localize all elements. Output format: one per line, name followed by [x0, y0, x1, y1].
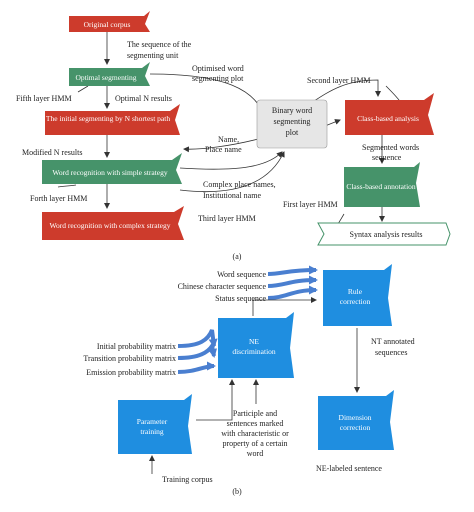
arrow-complex-names-to-plot	[179, 151, 285, 193]
label-word-sequence: Word sequence	[217, 270, 266, 279]
rule-correction-line-2: correction	[340, 297, 371, 306]
binary-plot-line-1: Binary word	[272, 106, 312, 115]
ne-discrimination-line-2: discrimination	[232, 347, 276, 356]
node-rule-correction: Rule correction	[323, 264, 392, 326]
label-fifth-layer: Fifth layer HMM	[16, 94, 72, 103]
arrow-ne-to-rule	[252, 297, 317, 316]
node-syntax-results-label: Syntax analysis results	[350, 230, 423, 239]
label-second-layer: Second layer HMM	[307, 76, 371, 85]
label-participle-1: Participle and	[233, 409, 277, 418]
label-sequence-unit-2: segmenting unit	[127, 51, 179, 60]
label-transition-prob: Transition probability matrix	[83, 354, 176, 363]
blue-arrow-transition-prob	[177, 340, 218, 360]
label-third-layer: Third layer HMM	[198, 214, 256, 223]
label-participle-4: property of a certain	[222, 439, 287, 448]
dimension-correction-line-2: correction	[340, 423, 371, 432]
caption-b: (b)	[232, 487, 242, 496]
label-participle-2: sentences marked	[227, 419, 284, 428]
blue-arrow-word-seq	[267, 265, 318, 276]
label-segmented-words-1: Segmented words	[362, 143, 419, 152]
binary-plot-line-2: segmenting	[274, 117, 311, 126]
blue-arrow-emission-prob	[177, 361, 216, 374]
label-optimal-n: Optimal N results	[115, 94, 172, 103]
node-class-based-analysis-label: Class-based analysis	[357, 114, 419, 123]
part-a: Original corpus Optimal segmenting The i…	[16, 11, 451, 261]
node-word-recognition-simple: Word recognition with simple strategy	[42, 153, 182, 184]
label-segmented-words-2: sequence	[372, 153, 402, 162]
label-sequence-unit-1: The sequence of the	[127, 40, 192, 49]
node-parameter-training: Parameter training	[118, 394, 192, 454]
label-training-corpus: Training corpus	[162, 475, 213, 484]
node-original-corpus-label: Original corpus	[84, 20, 131, 29]
node-word-recognition-complex: Word recognition with complex strategy	[42, 206, 184, 240]
blue-arrow-initial-prob	[177, 329, 218, 348]
node-syntax-results: Syntax analysis results	[317, 222, 451, 246]
node-n-shortest-path-label: The initial segmenting by N shortest pat…	[46, 114, 170, 123]
node-class-based-analysis: Class-based analysis	[345, 93, 434, 135]
leader-forth-layer	[57, 184, 77, 188]
label-nt-annotated-2: sequences	[375, 348, 407, 357]
part-b-blue-arrows	[177, 265, 318, 374]
label-nt-annotated-1: NT annotated	[371, 337, 415, 346]
label-complex-place-1: Complex place names,	[203, 180, 276, 189]
ne-discrimination-line-1: NE	[249, 337, 259, 346]
label-initial-prob: Initial probability matrix	[97, 342, 176, 351]
node-optimal-segmenting-label: Optimal segmenting	[75, 73, 136, 82]
label-first-layer: First layer HMM	[283, 200, 338, 209]
node-word-recognition-complex-label: Word recognition with complex strategy	[49, 221, 170, 230]
caption-a: (a)	[233, 252, 242, 261]
blue-arrow-status-seq	[267, 285, 318, 300]
label-optimised-plot-2: segmenting plot	[192, 74, 244, 83]
part-b: Rule correction NE discrimination Parame…	[83, 264, 415, 496]
node-n-shortest-path: The initial segmenting by N shortest pat…	[45, 104, 180, 135]
label-chinese-char-sequence: Chinese character sequence	[178, 282, 267, 291]
node-class-based-annotation-label: Class-based annotation	[346, 182, 416, 191]
label-modified-n: Modified N results	[22, 148, 82, 157]
leader-fifth-layer	[77, 85, 89, 93]
arrow-plot-to-names	[183, 137, 263, 153]
node-optimal-segmenting: Optimal segmenting	[69, 62, 150, 86]
label-participle-3: with characteristic or	[221, 429, 289, 438]
label-name-1: Name,	[218, 135, 239, 144]
parameter-training-line-1: Parameter	[137, 417, 168, 426]
label-status-sequence: Status sequence	[215, 294, 266, 303]
arrow-simple-to-plot	[179, 151, 283, 170]
dimension-correction-line-1: Dimension	[339, 413, 372, 422]
node-original-corpus: Original corpus	[69, 11, 150, 32]
binary-plot-line-3: plot	[286, 128, 299, 137]
node-class-based-annotation: Class-based annotation	[344, 162, 420, 207]
parameter-training-line-2: training	[140, 427, 164, 436]
label-name-2: Place name	[205, 145, 242, 154]
label-participle-5: word	[247, 449, 263, 458]
label-optimised-plot-1: Optimised word	[192, 64, 244, 73]
blue-arrow-chinese-seq	[267, 275, 318, 288]
rule-correction-line-1: Rule	[348, 287, 363, 296]
node-binary-plot: Binary word segmenting plot	[256, 99, 328, 149]
node-word-recognition-simple-label: Word recognition with simple strategy	[52, 168, 167, 177]
node-ne-discrimination: NE discrimination	[218, 312, 294, 378]
node-dimension-correction: Dimension correction	[318, 390, 394, 450]
label-forth-layer: Forth layer HMM	[30, 194, 87, 203]
label-emission-prob: Emission probability matrix	[86, 368, 176, 377]
label-ne-labeled: NE-labeled sentence	[316, 464, 382, 473]
arrow-training-to-ne	[196, 379, 235, 421]
part-b-connectors	[149, 297, 360, 474]
label-complex-place-2: Institutional name	[203, 191, 261, 200]
